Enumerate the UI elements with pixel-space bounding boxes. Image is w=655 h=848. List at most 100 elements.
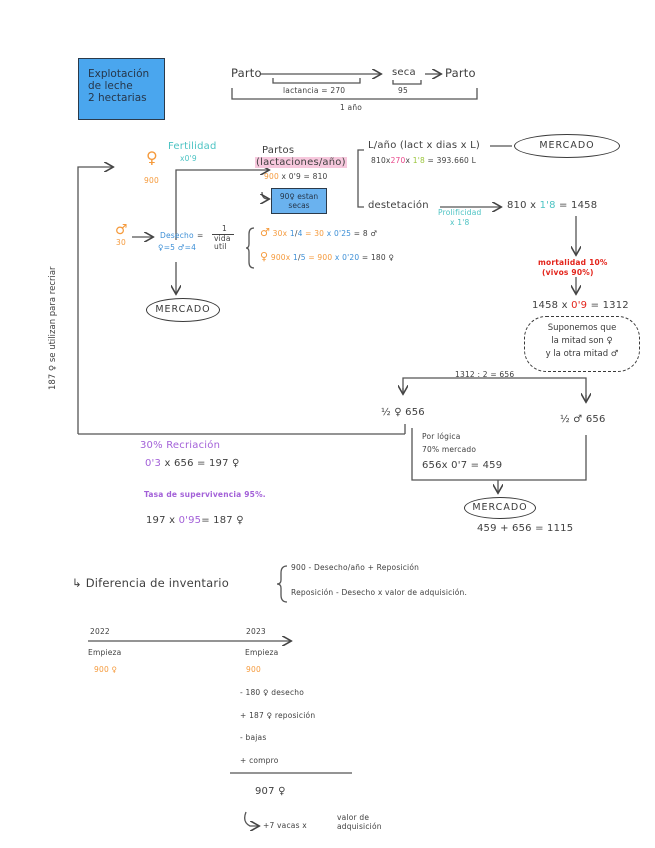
male-icon: ♂ (260, 226, 271, 239)
split-female: ½ ♀ 656 (381, 407, 425, 418)
title-line-1: Explotación (88, 68, 150, 80)
split-division: 1312 : 2 = 656 (455, 370, 515, 379)
female-icon: ♀ (260, 250, 269, 263)
mercado-leche: MERCADO (514, 134, 620, 158)
prolificidad-value: x 1'8 (450, 218, 470, 227)
op-desecho: - 180 ♀ desecho (240, 688, 305, 697)
leche-calc-x: x (405, 156, 411, 165)
leche-calc-a: 810x (371, 156, 391, 165)
recria-label: 30% Recriación (140, 440, 221, 451)
leche-calc-litros: 1'8 (412, 156, 425, 165)
male-frac-num: 1 (289, 229, 295, 238)
leche-calc-dias: 270 (390, 156, 406, 165)
title-line-2: de leche (88, 80, 133, 92)
leche-header: L/año (lact x dias x L) (368, 140, 481, 151)
title-line-3: 2 hectarias (88, 92, 147, 104)
year-bracket (231, 88, 478, 100)
destetacion-label: destetación (368, 200, 429, 211)
destetacion-calc: 810 x 1'8 = 1458 (507, 200, 597, 211)
start-2022: 900 ♀ (94, 665, 118, 674)
secas-line-1: 90♀ estan (279, 192, 319, 201)
desecho-numerator: 1 (222, 224, 227, 233)
cycle-seca: seca (392, 67, 416, 78)
inventario-line-1: 900 - Desecho/año + Reposición (291, 563, 420, 572)
recria-loop (77, 167, 112, 434)
result-note-a: +7 vacas x (263, 821, 307, 830)
mortalidad-calc-a: 1458 x (532, 300, 568, 311)
male-count: 30 (116, 238, 126, 247)
fertilidad-arrow (175, 170, 268, 240)
arrow-icon: ↳ (72, 576, 82, 590)
cycle-year: 1 año (340, 103, 363, 112)
start-2023: 900 (246, 665, 261, 674)
split-male: ½ ♂ 656 (560, 414, 606, 425)
cloud-line-3: y la otra mitad ♂ (545, 349, 619, 359)
logica-line-1: Por lógica (422, 432, 461, 441)
desecho-label: Desecho (160, 231, 194, 240)
male-calc-a: 30x (272, 229, 288, 238)
cycle-parto-end: Parto (445, 66, 476, 80)
seca-bracket (392, 80, 422, 85)
inventario-label: Diferencia de inventario (85, 576, 229, 590)
title-box: Explotación de leche 2 hectarias (78, 58, 165, 120)
lactancia-bracket (272, 78, 361, 84)
year-2023: 2023 (246, 627, 266, 636)
leche-calc-result: = 393.660 L (427, 156, 476, 165)
supervivencia-factor: 0'95 (178, 515, 202, 526)
desecho-lifespans: ♀=5 ♂=4 (158, 243, 197, 252)
male-frac-den: 4 (297, 229, 303, 238)
recria-result: x 656 = 197 ♀ (164, 458, 240, 469)
fertilidad-label: Fertilidad (168, 141, 217, 152)
partos-subtitle: (lactaciones/año) (255, 157, 347, 168)
produccion-bracket (357, 149, 364, 208)
female-frac-num: 1 (293, 253, 298, 262)
year-2022: 2022 (90, 627, 110, 636)
desecho-fraction-bar (212, 234, 234, 235)
note-b-line-2: adquisición (337, 822, 382, 831)
male-calc-c: x 0'25 (326, 229, 352, 238)
supervivencia-label: Tasa de supervivencia 95%. (144, 490, 266, 499)
partos-subtitle-text: (lactaciones/año) (255, 157, 347, 168)
male-calc-result: = 8 ♂ (353, 229, 378, 238)
empieza-2023: Empieza (245, 648, 279, 657)
cloud-line-1: Suponemos que (547, 323, 617, 333)
female-calc-a: 900x (270, 253, 291, 262)
leche-calc: 810x270x 1'8 = 393.660 L (371, 156, 476, 165)
mortalidad-calc: 1458 x 0'9 = 1312 (532, 300, 629, 311)
male-calc-b: = 30 (305, 229, 325, 238)
fertilidad-value: x0'9 (180, 154, 197, 163)
mercado-terneros: MERCADO (464, 497, 536, 519)
partos-calc-b: x 0'9 = 810 (281, 172, 328, 181)
mortalidad-calc-result: = 1312 (590, 300, 629, 311)
mercado-desecho: MERCADO (146, 298, 220, 322)
desecho-female-calc: ♀ 900x 1/5 = 900 x 0'20 = 180 ♀ (260, 250, 395, 263)
mortalidad-calc-factor: 0'9 (571, 300, 588, 311)
cloud-line-2: la mitad son ♀ (551, 336, 613, 346)
cycle-parto-start: Parto (231, 66, 262, 80)
recria-calc: 0'3 x 656 = 197 ♀ (145, 458, 240, 469)
female-calc-b: = 900 (308, 253, 333, 262)
cycle-lactancia: lactancia = 270 (283, 86, 346, 95)
desecho-equals: = (197, 231, 204, 240)
mortalidad-line-1: mortalidad 10% (538, 258, 608, 267)
supervivencia-calc-a: 197 x (146, 515, 176, 526)
op-compro: + compro (240, 756, 279, 765)
destetacion-calc-result: = 1458 (559, 200, 598, 211)
female-calc-c: x 0'20 (334, 253, 360, 262)
male-icon: ♂ (115, 222, 128, 238)
mortalidad-line-2: (vivos 90%) (542, 268, 594, 277)
cycle-seca-days: 95 (398, 86, 408, 95)
desecho-male-calc: ♂ 30x 1/4 = 30 x 0'25 = 8 ♂ (260, 226, 378, 239)
denominator-line-1: vida (214, 234, 231, 243)
partos-calc-a: 900 (264, 172, 279, 181)
inventario-line-2: Reposición - Desecho x valor de adquisic… (291, 588, 468, 597)
empieza-2022: Empieza (88, 648, 122, 657)
female-icon: ♀ (146, 148, 158, 167)
note-b-line-1: valor de (337, 813, 370, 822)
inventario-result: 907 ♀ (255, 786, 286, 797)
split-line (402, 377, 587, 400)
inventario-heading: ↳ Diferencia de inventario (72, 576, 229, 590)
partos-title: Partos (262, 145, 295, 156)
